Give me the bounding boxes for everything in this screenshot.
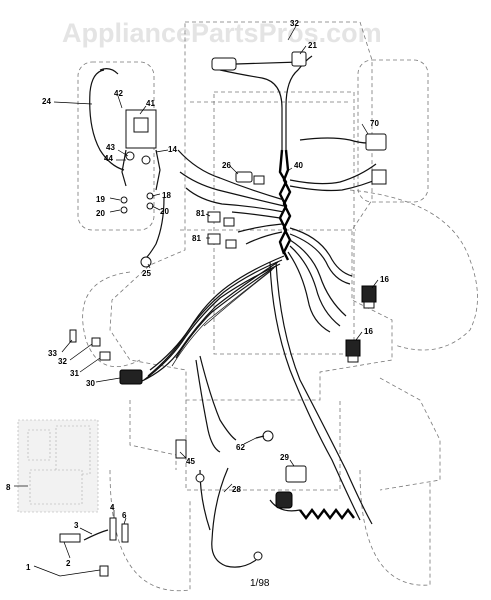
- coiled-lead: [299, 508, 355, 520]
- callout-3: 3: [74, 521, 79, 530]
- callout-18: 18: [162, 191, 171, 200]
- callout-21: 21: [308, 41, 317, 50]
- harness-conduit: [282, 149, 292, 261]
- callout-42: 42: [114, 89, 123, 98]
- callout-6: 6: [122, 511, 127, 520]
- callout-81a: 81: [196, 209, 205, 218]
- callout-25: 25: [142, 269, 151, 278]
- connector-81b: [207, 233, 221, 245]
- connector-26: [235, 171, 253, 183]
- callout-2: 2: [66, 559, 71, 568]
- top-connector: [211, 57, 237, 71]
- callout-19: 19: [96, 195, 105, 204]
- watermark-text: AppliancePartsPros.com: [62, 18, 382, 48]
- date-code: 1/98: [250, 578, 270, 589]
- callout-40: 40: [294, 161, 303, 170]
- callout-70: 70: [370, 119, 379, 128]
- callout-32b: 32: [58, 357, 67, 366]
- callout-16a: 16: [380, 275, 389, 284]
- callout-32a: 32: [290, 19, 299, 28]
- main-wire-harness: [89, 51, 381, 568]
- callout-1: 1: [26, 563, 31, 572]
- callout-29: 29: [280, 453, 289, 462]
- callout-24: 24: [42, 97, 51, 106]
- callout-26: 26: [222, 161, 231, 170]
- tractor-outline: [77, 21, 478, 592]
- connector-70: [365, 133, 387, 151]
- callout-16b: 16: [364, 327, 373, 336]
- callout-28: 28: [232, 485, 241, 494]
- components: [59, 109, 387, 577]
- callout-20a: 20: [96, 209, 105, 218]
- ignition-switch: [125, 109, 157, 149]
- leader-lines: [33, 25, 379, 577]
- switch-16a: [361, 285, 377, 303]
- solenoid-29: [285, 465, 307, 483]
- engine-block: [14, 419, 99, 513]
- callout-44: 44: [104, 154, 113, 163]
- connector-30: [119, 369, 143, 385]
- callout-45: 45: [186, 457, 195, 466]
- callout-33: 33: [48, 349, 57, 358]
- callout-30: 30: [86, 379, 95, 388]
- callout-31: 31: [70, 369, 79, 378]
- callout-8: 8: [6, 483, 11, 492]
- callout-41: 41: [146, 99, 155, 108]
- callout-14: 14: [168, 145, 177, 154]
- switch-16b: [345, 339, 361, 357]
- callout-4: 4: [110, 503, 115, 512]
- connector-81a: [207, 211, 221, 223]
- callout-labels: 32 21 24 42 41 43 44 14 19 18 20 20 26 4…: [6, 19, 389, 572]
- callout-20b: 20: [160, 207, 169, 216]
- callout-62: 62: [236, 443, 245, 452]
- callout-43: 43: [106, 143, 115, 152]
- callout-81b: 81: [192, 234, 201, 243]
